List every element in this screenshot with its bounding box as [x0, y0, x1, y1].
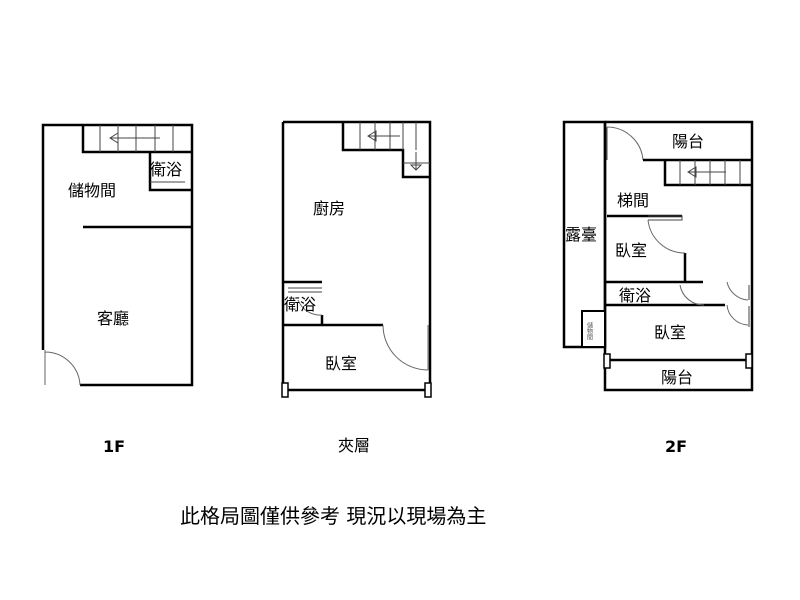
plan-1f: 儲物間 衛浴 客廳 1F [41, 123, 194, 456]
room-balcony-bottom-2f: 陽台 [661, 368, 693, 387]
disclaimer-caption: 此格局圖僅供參考 現況以現場為主 [180, 504, 486, 528]
floor-label-mezzanine: 夾層 [338, 436, 370, 455]
room-bathroom-mezz: 衛浴 [284, 295, 316, 314]
floor-label-2f: 2F [665, 437, 687, 456]
room-living-1f: 客廳 [97, 309, 129, 328]
room-stairwell-2f: 梯間 [617, 191, 649, 210]
room-bathroom-2f: 衛浴 [619, 286, 651, 305]
room-terrace-2f: 露臺 [565, 225, 597, 244]
room-bedroom-mezz: 臥室 [325, 354, 357, 373]
room-storage-2f: 儲物間 [586, 321, 593, 341]
plan-mezzanine: 廚房 衛浴 臥室 夾層 [281, 120, 432, 455]
plan-2f: 陽台 梯間 露臺 臥室 衛浴 臥室 儲物間 陽台 2F [562, 120, 754, 456]
room-bedroom1-2f: 臥室 [615, 241, 647, 260]
room-storage-1f: 儲物間 [68, 181, 116, 200]
room-kitchen-mezz: 廚房 [313, 199, 345, 218]
room-bedroom2-2f: 臥室 [654, 323, 686, 342]
room-bathroom-1f: 衛浴 [150, 160, 182, 179]
room-balcony-top-2f: 陽台 [672, 132, 704, 151]
floor-label-1f: 1F [103, 437, 125, 456]
